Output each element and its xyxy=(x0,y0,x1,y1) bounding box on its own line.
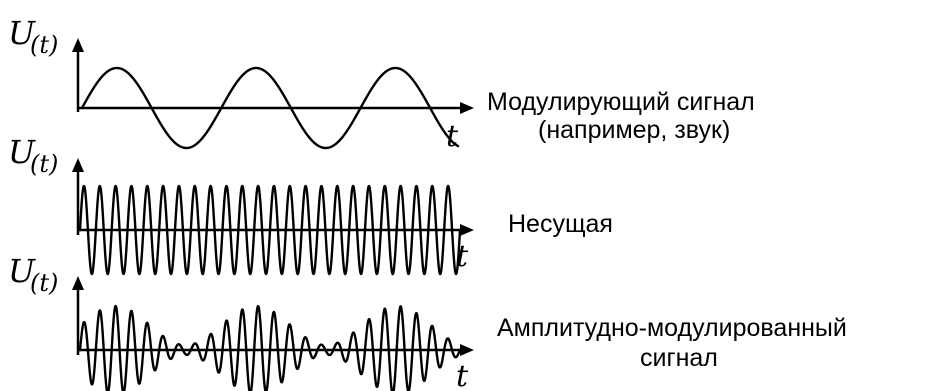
panel-modulating-x-arrow xyxy=(460,102,474,114)
panel-carrier-y-arrow xyxy=(72,158,84,172)
panel-am-caption-line-1: Амплитудно-модулированный xyxy=(497,314,847,342)
panel-carrier: U (t) t Несущая xyxy=(8,133,613,276)
panel-modulating-t-label: t xyxy=(446,119,459,154)
panel-am-axis-letter: U xyxy=(8,252,36,290)
panel-modulating-waveform xyxy=(80,66,460,150)
panel-modulating-y-arrow xyxy=(72,38,84,52)
panel-am-caption-line-2: сигнал xyxy=(640,344,718,372)
panel-carrier-t-label: t xyxy=(456,239,469,274)
panel-modulating-caption-line-1: Модулирующий сигнал xyxy=(487,88,755,116)
panel-am: U (t) t Амплитудно-модулированный сигнал xyxy=(8,252,847,391)
panel-carrier-x-arrow xyxy=(460,224,474,236)
panel-am-waveform xyxy=(78,304,462,391)
panel-carrier-caption: Несущая xyxy=(508,210,613,238)
panel-modulating-caption-line-2: (например, звук) xyxy=(538,116,730,144)
panel-modulating-axis-letter: U xyxy=(8,14,36,52)
panel-am-t-label: t xyxy=(456,359,469,391)
panel-carrier-axis-letter: U xyxy=(8,133,36,171)
panel-am-axis-sub: (t) xyxy=(30,269,58,297)
panel-modulating-axis-sub: (t) xyxy=(30,31,58,59)
panel-carrier-axis-sub: (t) xyxy=(30,150,58,178)
panel-modulating: U (t) t Модулирующий сигнал (например, з… xyxy=(8,14,755,154)
panel-carrier-waveform xyxy=(78,184,462,276)
panel-am-x-arrow xyxy=(460,344,474,356)
panel-am-y-arrow xyxy=(72,276,84,290)
